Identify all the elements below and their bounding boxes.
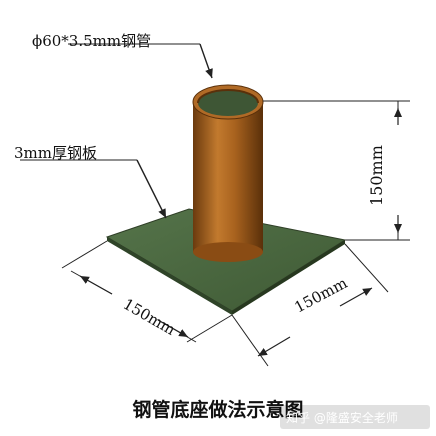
steel-pipe xyxy=(192,84,264,262)
watermark-text: 知乎 @隆盛安全老师 xyxy=(286,410,398,425)
plate-spec-label: 3mm厚钢板 xyxy=(14,144,97,162)
height-dimension xyxy=(263,100,410,241)
diagram-title: 钢管底座做法示意图 xyxy=(132,398,303,421)
right-width-label: 150mm xyxy=(291,274,350,317)
plate-leader xyxy=(20,159,167,219)
pipe-spec-label: ϕ60*3.5mm钢管 xyxy=(32,32,151,50)
left-width-dimension xyxy=(61,240,233,343)
right-width-dimension xyxy=(231,243,389,367)
left-width-label: 150mm xyxy=(120,295,178,339)
watermark: 知乎 @隆盛安全老师 xyxy=(280,405,430,429)
height-dimension-label: 150mm xyxy=(367,145,386,206)
pipe-leader xyxy=(68,43,213,79)
